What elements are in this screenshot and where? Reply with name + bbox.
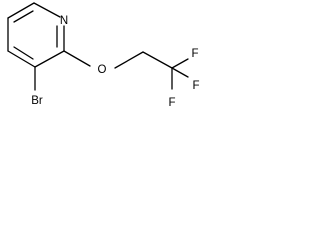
structure-diagram: N O Br F F F (7, 2, 200, 109)
bond-c-f-right (171, 67, 189, 78)
atom-fluorine-right: F (192, 80, 199, 92)
bond-c6-c5 (7, 2, 35, 19)
bond-n1-c6 (33, 2, 61, 18)
double-bond-c6-c5 (13, 10, 34, 23)
bond-c3-c2 (34, 50, 65, 68)
bond-c4-c3 (7, 50, 36, 68)
atom-bromine: Br (31, 95, 43, 107)
bond-c2-o (63, 50, 91, 67)
atom-fluorine-bottom: F (168, 97, 175, 109)
atom-fluorine-top: F (191, 48, 198, 60)
bond-c-f-top (171, 58, 189, 69)
bond-ch2-cf3 (142, 51, 173, 69)
double-bond-c4-c3 (13, 46, 34, 60)
atom-nitrogen: N (60, 15, 68, 27)
bond-o-ch2 (114, 51, 144, 69)
atom-oxygen: O (98, 64, 107, 76)
